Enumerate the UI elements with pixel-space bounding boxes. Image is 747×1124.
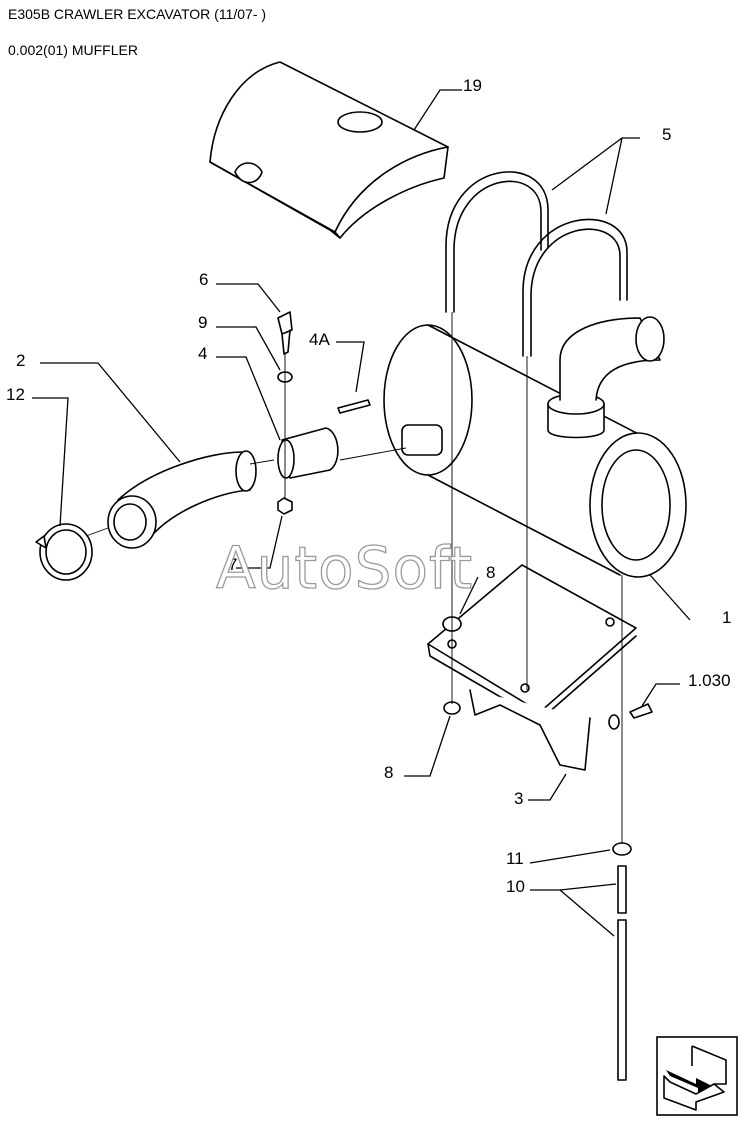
washer-part bbox=[608, 714, 620, 730]
screw-part bbox=[629, 703, 653, 719]
callout-19: 19 bbox=[463, 76, 482, 95]
callout-12: 12 bbox=[6, 385, 25, 404]
callout-9: 9 bbox=[198, 313, 207, 332]
callout-4A: 4A bbox=[309, 330, 330, 349]
callout-3: 3 bbox=[514, 789, 523, 808]
callout-11: 11 bbox=[506, 849, 524, 868]
next-page-button[interactable] bbox=[656, 1036, 738, 1116]
rod-part bbox=[617, 865, 627, 914]
callout-8-upper: 8 bbox=[486, 563, 495, 582]
cap-part bbox=[612, 842, 632, 856]
watermark-text: AutoSoft bbox=[216, 534, 473, 602]
sleeve-part bbox=[277, 427, 339, 479]
next-page-arrow-icon bbox=[656, 1036, 738, 1116]
callout-10: 10 bbox=[506, 877, 525, 896]
callout-8-lower: 8 bbox=[384, 763, 393, 782]
callout-4: 4 bbox=[198, 344, 207, 363]
leader-lines bbox=[32, 89, 691, 937]
page-title: E305B CRAWLER EXCAVATOR (11/07- ) bbox=[8, 6, 267, 22]
nut-part bbox=[277, 497, 293, 515]
pin-part bbox=[337, 399, 371, 414]
callout-5: 5 bbox=[662, 125, 671, 144]
clamp-part bbox=[35, 523, 93, 581]
exhaust-pipe-part bbox=[107, 450, 257, 549]
muffler-body-part bbox=[383, 316, 687, 578]
callout-7: 7 bbox=[228, 555, 237, 574]
support-bracket-part bbox=[427, 564, 637, 771]
heat-shield-part bbox=[209, 61, 449, 239]
callout-1-030: 1.030 bbox=[688, 671, 731, 690]
callout-6: 6 bbox=[199, 270, 208, 289]
callout-2: 2 bbox=[16, 351, 25, 370]
assembly-lines bbox=[85, 312, 623, 843]
callout-1: 1 bbox=[722, 608, 731, 627]
u-bolt-part bbox=[445, 171, 628, 357]
rod-part bbox=[617, 919, 627, 1081]
bolt-part bbox=[277, 311, 293, 355]
section-subtitle: 0.002(01) MUFFLER bbox=[8, 42, 138, 58]
